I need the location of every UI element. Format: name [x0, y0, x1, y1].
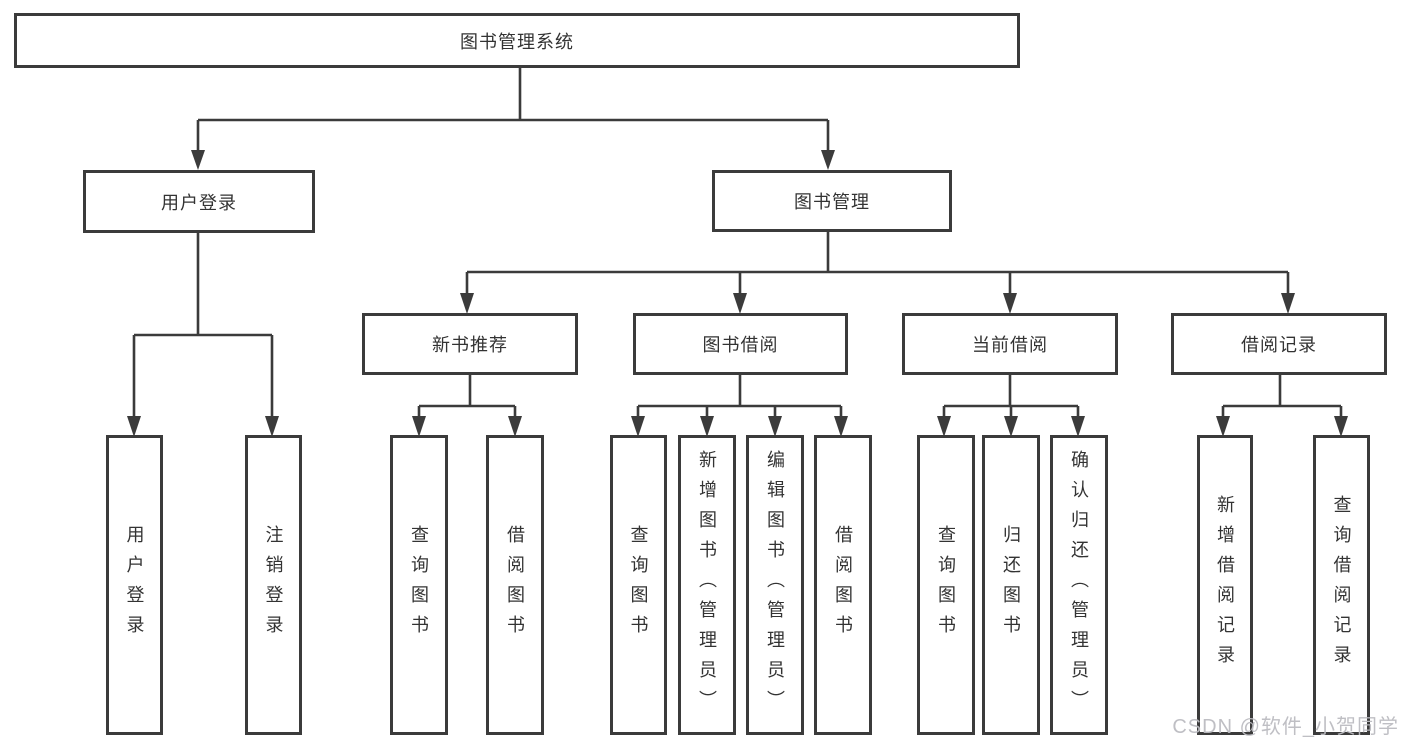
- node-current-borrow-label: 当前借阅: [972, 335, 1048, 355]
- connector-borrow-records: [1216, 375, 1348, 437]
- node-confirm-return-admin: 确认归还（管理员）: [1050, 435, 1108, 735]
- node-edit-book-admin-label: 编辑图书（管理员）: [765, 450, 785, 720]
- node-return-books: 归还图书: [982, 435, 1040, 735]
- connector-root-to-level2: [191, 68, 835, 170]
- node-borrow-borrow-books: 借阅图书: [814, 435, 872, 735]
- node-borrow-records: 借阅记录: [1171, 313, 1387, 375]
- connector-user-login-branch: [127, 233, 279, 437]
- node-add-book-admin-label: 新增图书（管理员）: [697, 450, 717, 720]
- node-new-book-recommend-label: 新书推荐: [432, 335, 508, 355]
- node-edit-book-admin: 编辑图书（管理员）: [746, 435, 804, 735]
- node-user-login-branch-label: 用户登录: [161, 192, 237, 213]
- node-add-book-admin: 新增图书（管理员）: [678, 435, 736, 735]
- node-logout-action: 注销登录: [245, 435, 302, 735]
- node-user-login-action: 用户登录: [106, 435, 163, 735]
- node-book-borrow: 图书借阅: [633, 313, 848, 375]
- node-book-management-branch-label: 图书管理: [794, 192, 870, 212]
- node-root-label: 图书管理系统: [460, 31, 574, 52]
- node-return-books-label: 归还图书: [1001, 525, 1021, 645]
- node-borrow-borrow-books-label: 借阅图书: [833, 525, 853, 645]
- node-confirm-return-admin-label: 确认归还（管理员）: [1069, 450, 1089, 720]
- node-logout-action-label: 注销登录: [263, 525, 284, 645]
- node-current-borrow: 当前借阅: [902, 313, 1118, 375]
- node-user-login-branch: 用户登录: [83, 170, 315, 233]
- node-book-borrow-label: 图书借阅: [702, 335, 779, 355]
- node-recommend-query-books-label: 查询图书: [409, 525, 429, 645]
- connector-book-management-branch: [460, 232, 1295, 314]
- node-root: 图书管理系统: [14, 13, 1020, 68]
- node-query-borrow-record: 查询借阅记录: [1313, 435, 1370, 735]
- node-current-query-books: 查询图书: [917, 435, 975, 735]
- node-query-borrow-record-label: 查询借阅记录: [1331, 495, 1352, 675]
- node-recommend-borrow-books: 借阅图书: [486, 435, 544, 735]
- node-recommend-borrow-books-label: 借阅图书: [505, 525, 525, 645]
- connector-current-borrow: [937, 375, 1085, 437]
- node-recommend-query-books: 查询图书: [390, 435, 448, 735]
- csdn-watermark: CSDN @软件_小贺同学: [1172, 716, 1399, 738]
- node-borrow-query-books: 查询图书: [610, 435, 667, 735]
- node-new-book-recommend: 新书推荐: [362, 313, 578, 375]
- connector-book-borrow: [631, 375, 848, 437]
- connector-new-book-recommend: [412, 375, 522, 437]
- node-book-management-branch: 图书管理: [712, 170, 952, 232]
- node-add-borrow-record: 新增借阅记录: [1197, 435, 1253, 735]
- node-current-query-books-label: 查询图书: [936, 525, 956, 645]
- node-user-login-action-label: 用户登录: [124, 525, 145, 645]
- node-borrow-query-books-label: 查询图书: [628, 525, 649, 645]
- node-add-borrow-record-label: 新增借阅记录: [1215, 495, 1235, 675]
- node-borrow-records-label: 借阅记录: [1241, 335, 1317, 355]
